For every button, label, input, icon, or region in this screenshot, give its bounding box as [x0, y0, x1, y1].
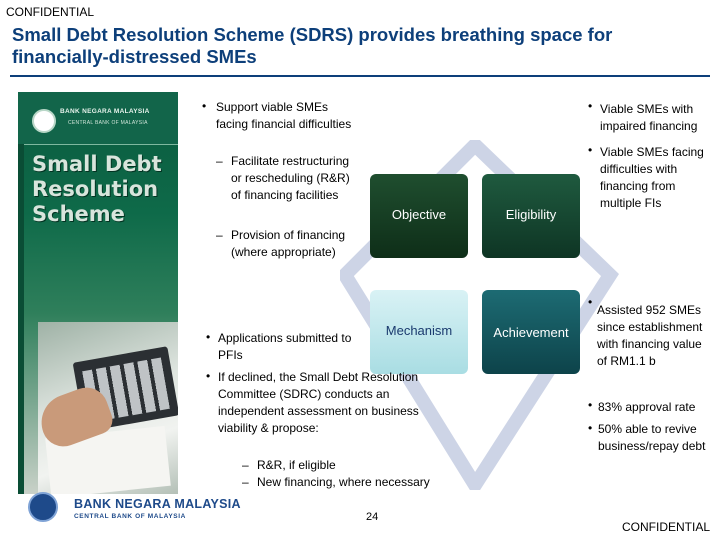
mechanism-dash-2: – — [242, 475, 249, 489]
achievement-bullet-marker-2: • — [588, 398, 593, 412]
footer-org-name: BANK NEGARA MALAYSIA — [74, 497, 241, 511]
achievement-bullet-1: Assisted 952 SMEs since establishment wi… — [597, 303, 703, 368]
objective-dash-2: – — [216, 228, 223, 242]
mechanism-bullet-marker-2: • — [206, 369, 211, 383]
mechanism-dash-1: – — [242, 458, 249, 472]
objective-box: Objective — [370, 174, 468, 258]
mechanism-box: Mechanism — [370, 290, 468, 374]
achievement-box: Achievement — [482, 290, 580, 374]
eligibility-box: Eligibility — [482, 174, 580, 258]
achievement-bullet-marker-1: • — [588, 295, 593, 309]
mechanism-box-label: Mechanism — [385, 323, 453, 338]
mechanism-bullet-1: Applications submitted to PFIs — [218, 331, 352, 362]
confidential-label-top: CONFIDENTIAL — [6, 5, 95, 19]
brochure-org-name: BANK NEGARA MALAYSIA — [60, 108, 150, 115]
objective-dash-1: – — [216, 154, 223, 168]
brochure-title: Small Debt Resolution Scheme — [32, 152, 162, 226]
eligibility-bullet-marker-1: • — [588, 99, 593, 113]
eligibility-box-label: Eligibility — [505, 207, 557, 222]
achievement-bullet-3: 50% able to revive business/repay debt — [598, 422, 706, 453]
confidential-label-bottom: CONFIDENTIAL — [622, 520, 711, 534]
brochure-org-sub: CENTRAL BANK OF MALAYSIA — [68, 120, 148, 126]
bank-crest-icon — [32, 109, 56, 133]
bank-negara-crest-icon — [28, 492, 58, 522]
achievement-box-label: Achievement — [493, 325, 569, 340]
objective-box-label: Objective — [391, 207, 447, 222]
page-number: 24 — [366, 511, 379, 523]
brochure-stripe — [18, 144, 24, 494]
mechanism-sub-1: R&R, if eligible — [257, 458, 336, 472]
objective-bullet: Support viable SMEs facing financial dif… — [216, 100, 352, 131]
mechanism-sub-2: New financing, where necessary — [257, 475, 430, 489]
mechanism-bullet-marker-1: • — [206, 330, 211, 344]
objective-sub-2: Provision of financing (where appropriat… — [231, 228, 346, 259]
eligibility-bullet-marker-2: • — [588, 143, 593, 157]
eligibility-bullet-2: Viable SMEs facing difficulties with fin… — [600, 145, 704, 210]
mechanism-bullet-2: If declined, the Small Debt Resolution C… — [218, 370, 419, 435]
objective-bullet-marker: • — [202, 99, 207, 113]
eligibility-bullet-1: Viable SMEs with impaired financing — [600, 102, 698, 133]
achievement-bullet-2: 83% approval rate — [598, 400, 696, 414]
objective-sub-1: Facilitate restructuring or rescheduling… — [231, 154, 350, 202]
footer-org-sub: CENTRAL BANK OF MALAYSIA — [74, 513, 186, 520]
slide-title: Small Debt Resolution Scheme (SDRS) prov… — [12, 24, 613, 67]
title-divider — [10, 75, 710, 77]
sdrs-brochure-image: BANK NEGARA MALAYSIA CENTRAL BANK OF MAL… — [18, 92, 178, 494]
achievement-bullet-marker-3: • — [588, 421, 593, 435]
